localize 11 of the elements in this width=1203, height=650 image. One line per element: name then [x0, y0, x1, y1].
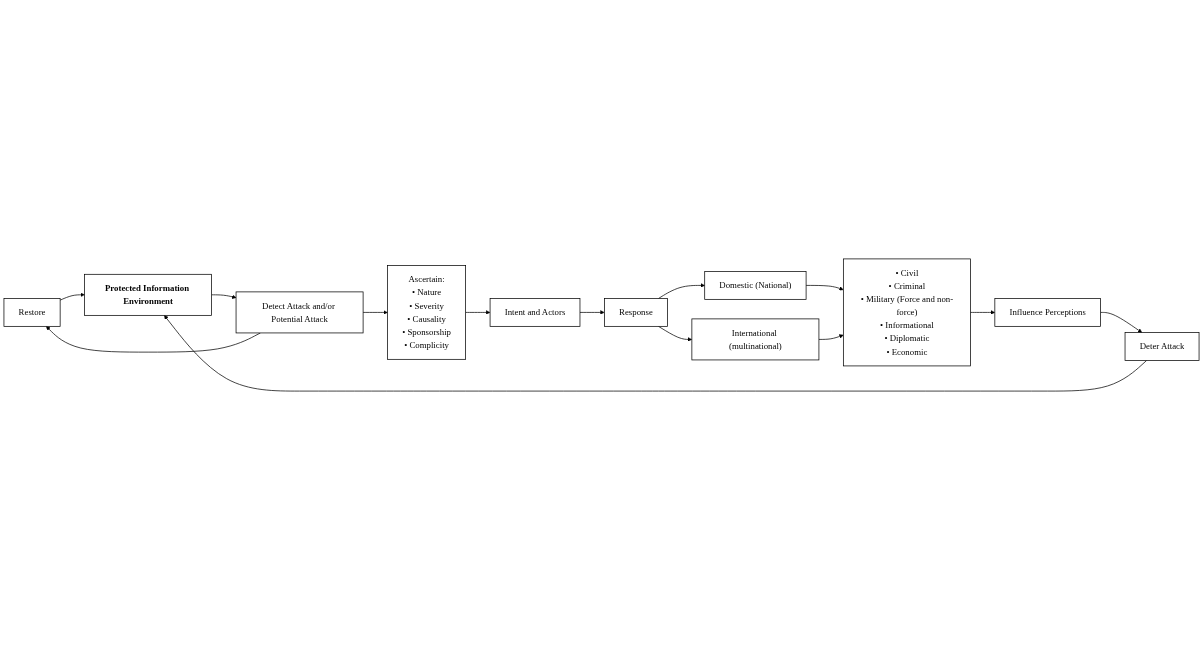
node-box: • Civil • Criminal • Military (Force and non-force) • Informational • Diplomatic • Economic: [843, 258, 971, 367]
node-box: International (multinational): [691, 318, 820, 361]
node-box: Intent and Actors: [489, 298, 581, 327]
node-box: Detect Attack and/or Potential Attack: [235, 291, 364, 334]
node-box: Domestic (National): [704, 271, 807, 300]
node-box: Protected Information Environment: [84, 273, 212, 316]
node-box: Deter Attack: [1124, 332, 1200, 361]
node-box: Ascertain: • Nature • Severity • Causality • Sponsorship • Complicity: [387, 265, 466, 360]
node-box: Restore: [3, 298, 61, 327]
node-box: Influence Perceptions: [994, 298, 1101, 327]
node-box: Response: [604, 298, 668, 327]
